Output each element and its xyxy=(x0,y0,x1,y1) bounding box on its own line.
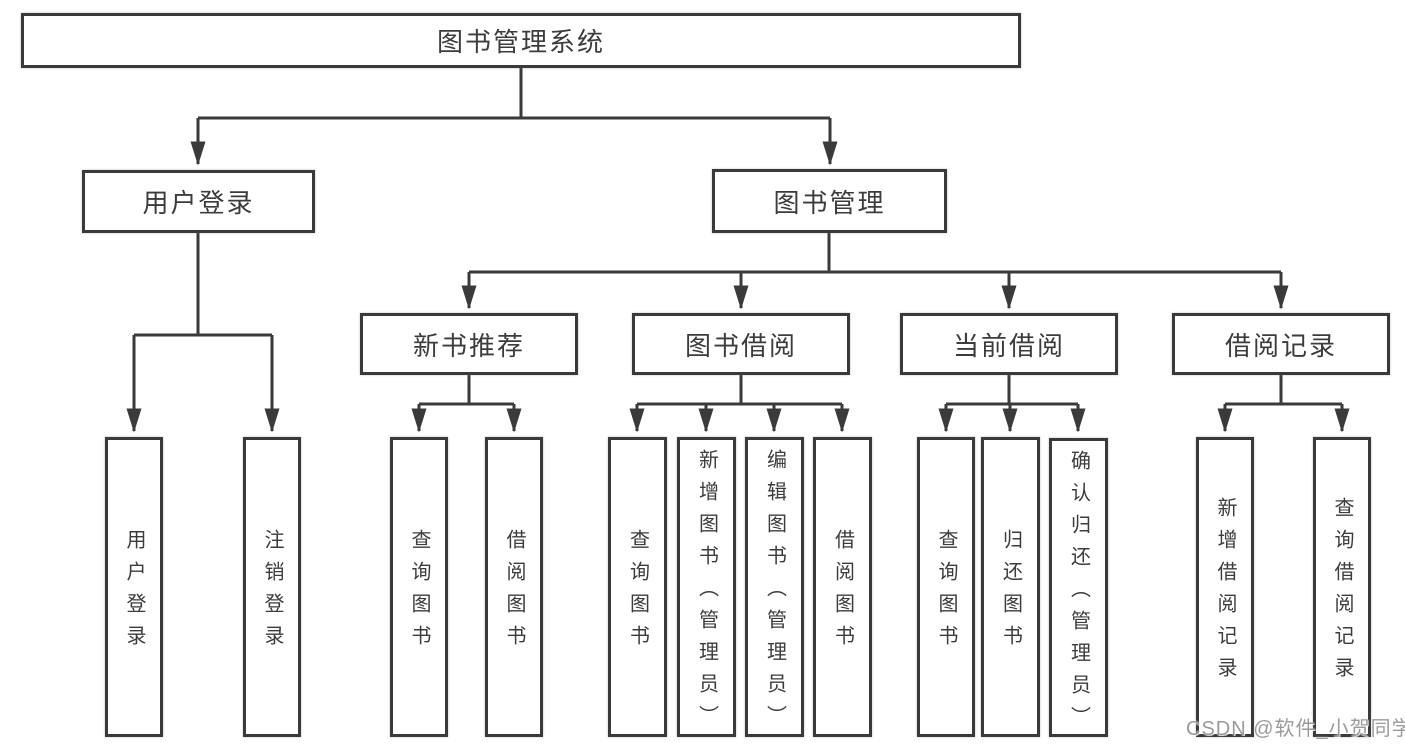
leaf-current-query-label: 查询图书 xyxy=(935,529,957,657)
leaf-current-return-label: 归还图书 xyxy=(999,529,1022,657)
leaf-records-add: 新增借阅记录 xyxy=(1196,437,1254,737)
leaf-newbooks-query-label: 查询图书 xyxy=(408,529,430,657)
connector-book-management xyxy=(461,233,1289,310)
connector-new-books xyxy=(411,375,522,433)
leaf-user-login: 用户登录 xyxy=(105,437,163,737)
leaf-borrowing-edit-label: 编辑图书（管理员） xyxy=(763,449,786,737)
node-borrowing-records: 借阅记录 xyxy=(1172,313,1390,375)
node-user-login-label: 用户登录 xyxy=(142,188,255,218)
leaf-records-query: 查询借阅记录 xyxy=(1313,437,1371,737)
leaf-current-confirm-return: 确认归还（管理员） xyxy=(1049,438,1108,738)
leaf-borrowing-add-label: 新增图书（管理员） xyxy=(695,449,718,737)
leaf-newbooks-borrow-label: 借阅图书 xyxy=(503,529,525,657)
leaf-current-confirm-return-label: 确认归还（管理员） xyxy=(1067,449,1090,738)
leaf-borrowing-borrow: 借阅图书 xyxy=(813,437,872,737)
node-new-books-label: 新书推荐 xyxy=(412,330,525,361)
leaf-records-add-label: 新增借阅记录 xyxy=(1214,497,1236,689)
leaf-user-login-label: 用户登录 xyxy=(123,529,145,657)
node-borrowing-records-label: 借阅记录 xyxy=(1224,330,1337,361)
leaf-records-query-label: 查询借阅记录 xyxy=(1331,497,1353,689)
node-new-books: 新书推荐 xyxy=(360,313,578,375)
node-root: 图书管理系统 xyxy=(21,13,1021,68)
connector-book-borrowing xyxy=(629,375,850,433)
csdn-watermark: CSDN @软件_小贺同学 xyxy=(1186,718,1405,740)
leaf-newbooks-query: 查询图书 xyxy=(390,437,448,737)
connector-current-borrowing xyxy=(938,375,1086,433)
node-book-borrowing: 图书借阅 xyxy=(632,313,850,375)
leaf-borrowing-query: 查询图书 xyxy=(608,437,667,737)
connector-borrowing-records xyxy=(1217,375,1350,433)
leaf-logout: 注销登录 xyxy=(243,437,301,737)
connector-user-login xyxy=(126,233,280,433)
node-book-management: 图书管理 xyxy=(712,169,947,233)
leaf-borrowing-edit: 编辑图书（管理员） xyxy=(745,437,804,737)
node-book-management-label: 图书管理 xyxy=(773,187,886,218)
leaf-newbooks-borrow: 借阅图书 xyxy=(485,437,543,737)
leaf-current-return: 归还图书 xyxy=(981,437,1040,737)
node-user-login: 用户登录 xyxy=(82,170,315,233)
leaf-borrowing-query-label: 查询图书 xyxy=(626,529,649,657)
node-book-borrowing-label: 图书借阅 xyxy=(684,330,797,361)
node-root-label: 图书管理系统 xyxy=(436,27,605,57)
leaf-current-query: 查询图书 xyxy=(917,437,975,737)
leaf-borrowing-borrow-label: 借阅图书 xyxy=(831,529,854,657)
leaf-logout-label: 注销登录 xyxy=(261,529,283,657)
node-current-borrowing-label: 当前借阅 xyxy=(952,330,1065,361)
connector-root xyxy=(190,68,838,166)
leaf-borrowing-add: 新增图书（管理员） xyxy=(677,437,736,737)
node-current-borrowing: 当前借阅 xyxy=(900,313,1118,375)
